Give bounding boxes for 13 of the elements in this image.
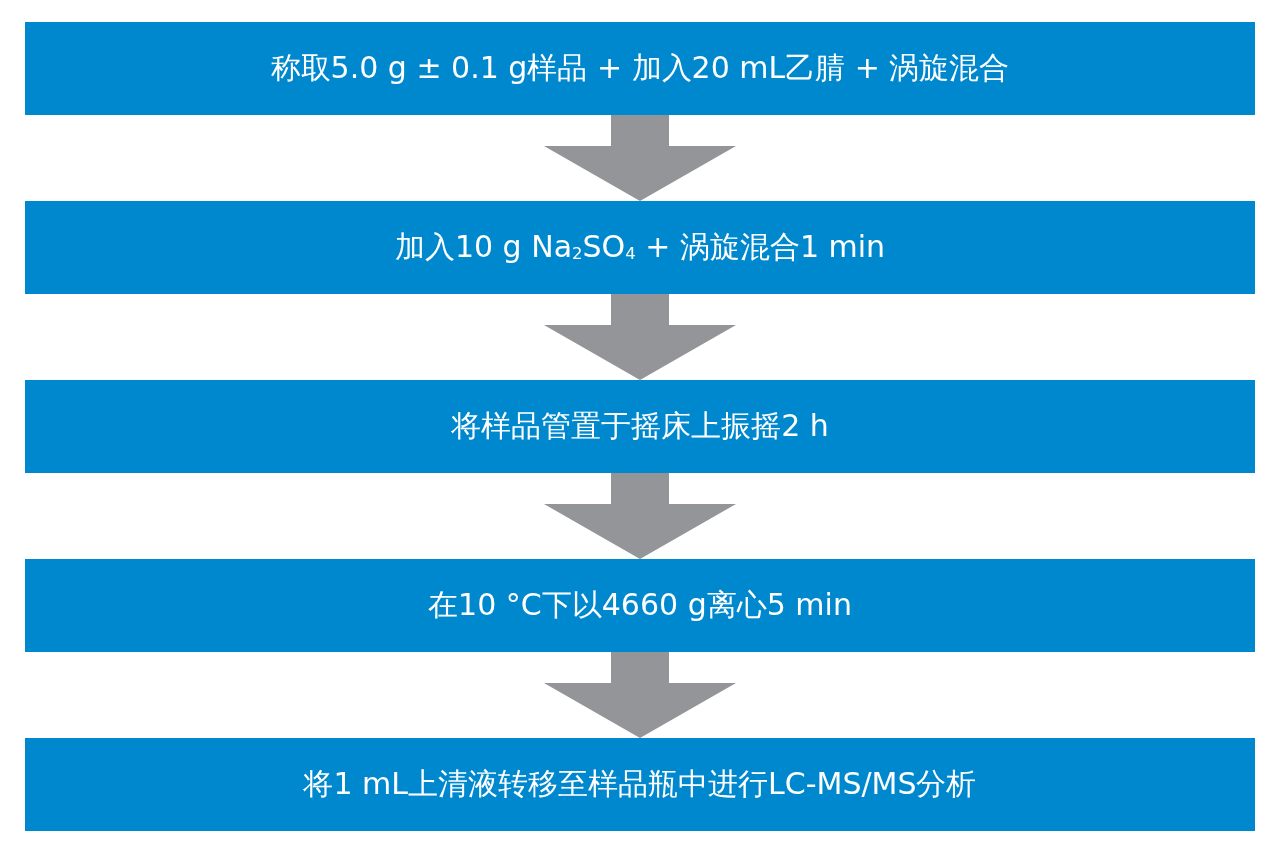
process-box [25,559,1255,652]
arrow [544,473,736,559]
process-box [25,380,1255,473]
step-text: 称取5.0 g ± 0.1 g样品 + 加入20 mL乙腈 + 涡旋混合 [270,49,1010,87]
arrow [544,652,736,738]
step-text: 在10 °C下以4660 g离心5 min [428,586,852,624]
arrow [544,115,736,201]
process-box [25,22,1255,115]
step-text: 将1 mL上清液转移至样品瓶中进行LC-MS/MS分析 [303,765,977,803]
process-box [25,201,1255,294]
arrow [544,294,736,380]
step-text: 将样品管置于摇床上振摇2 h [451,407,829,445]
process-box [25,738,1255,831]
